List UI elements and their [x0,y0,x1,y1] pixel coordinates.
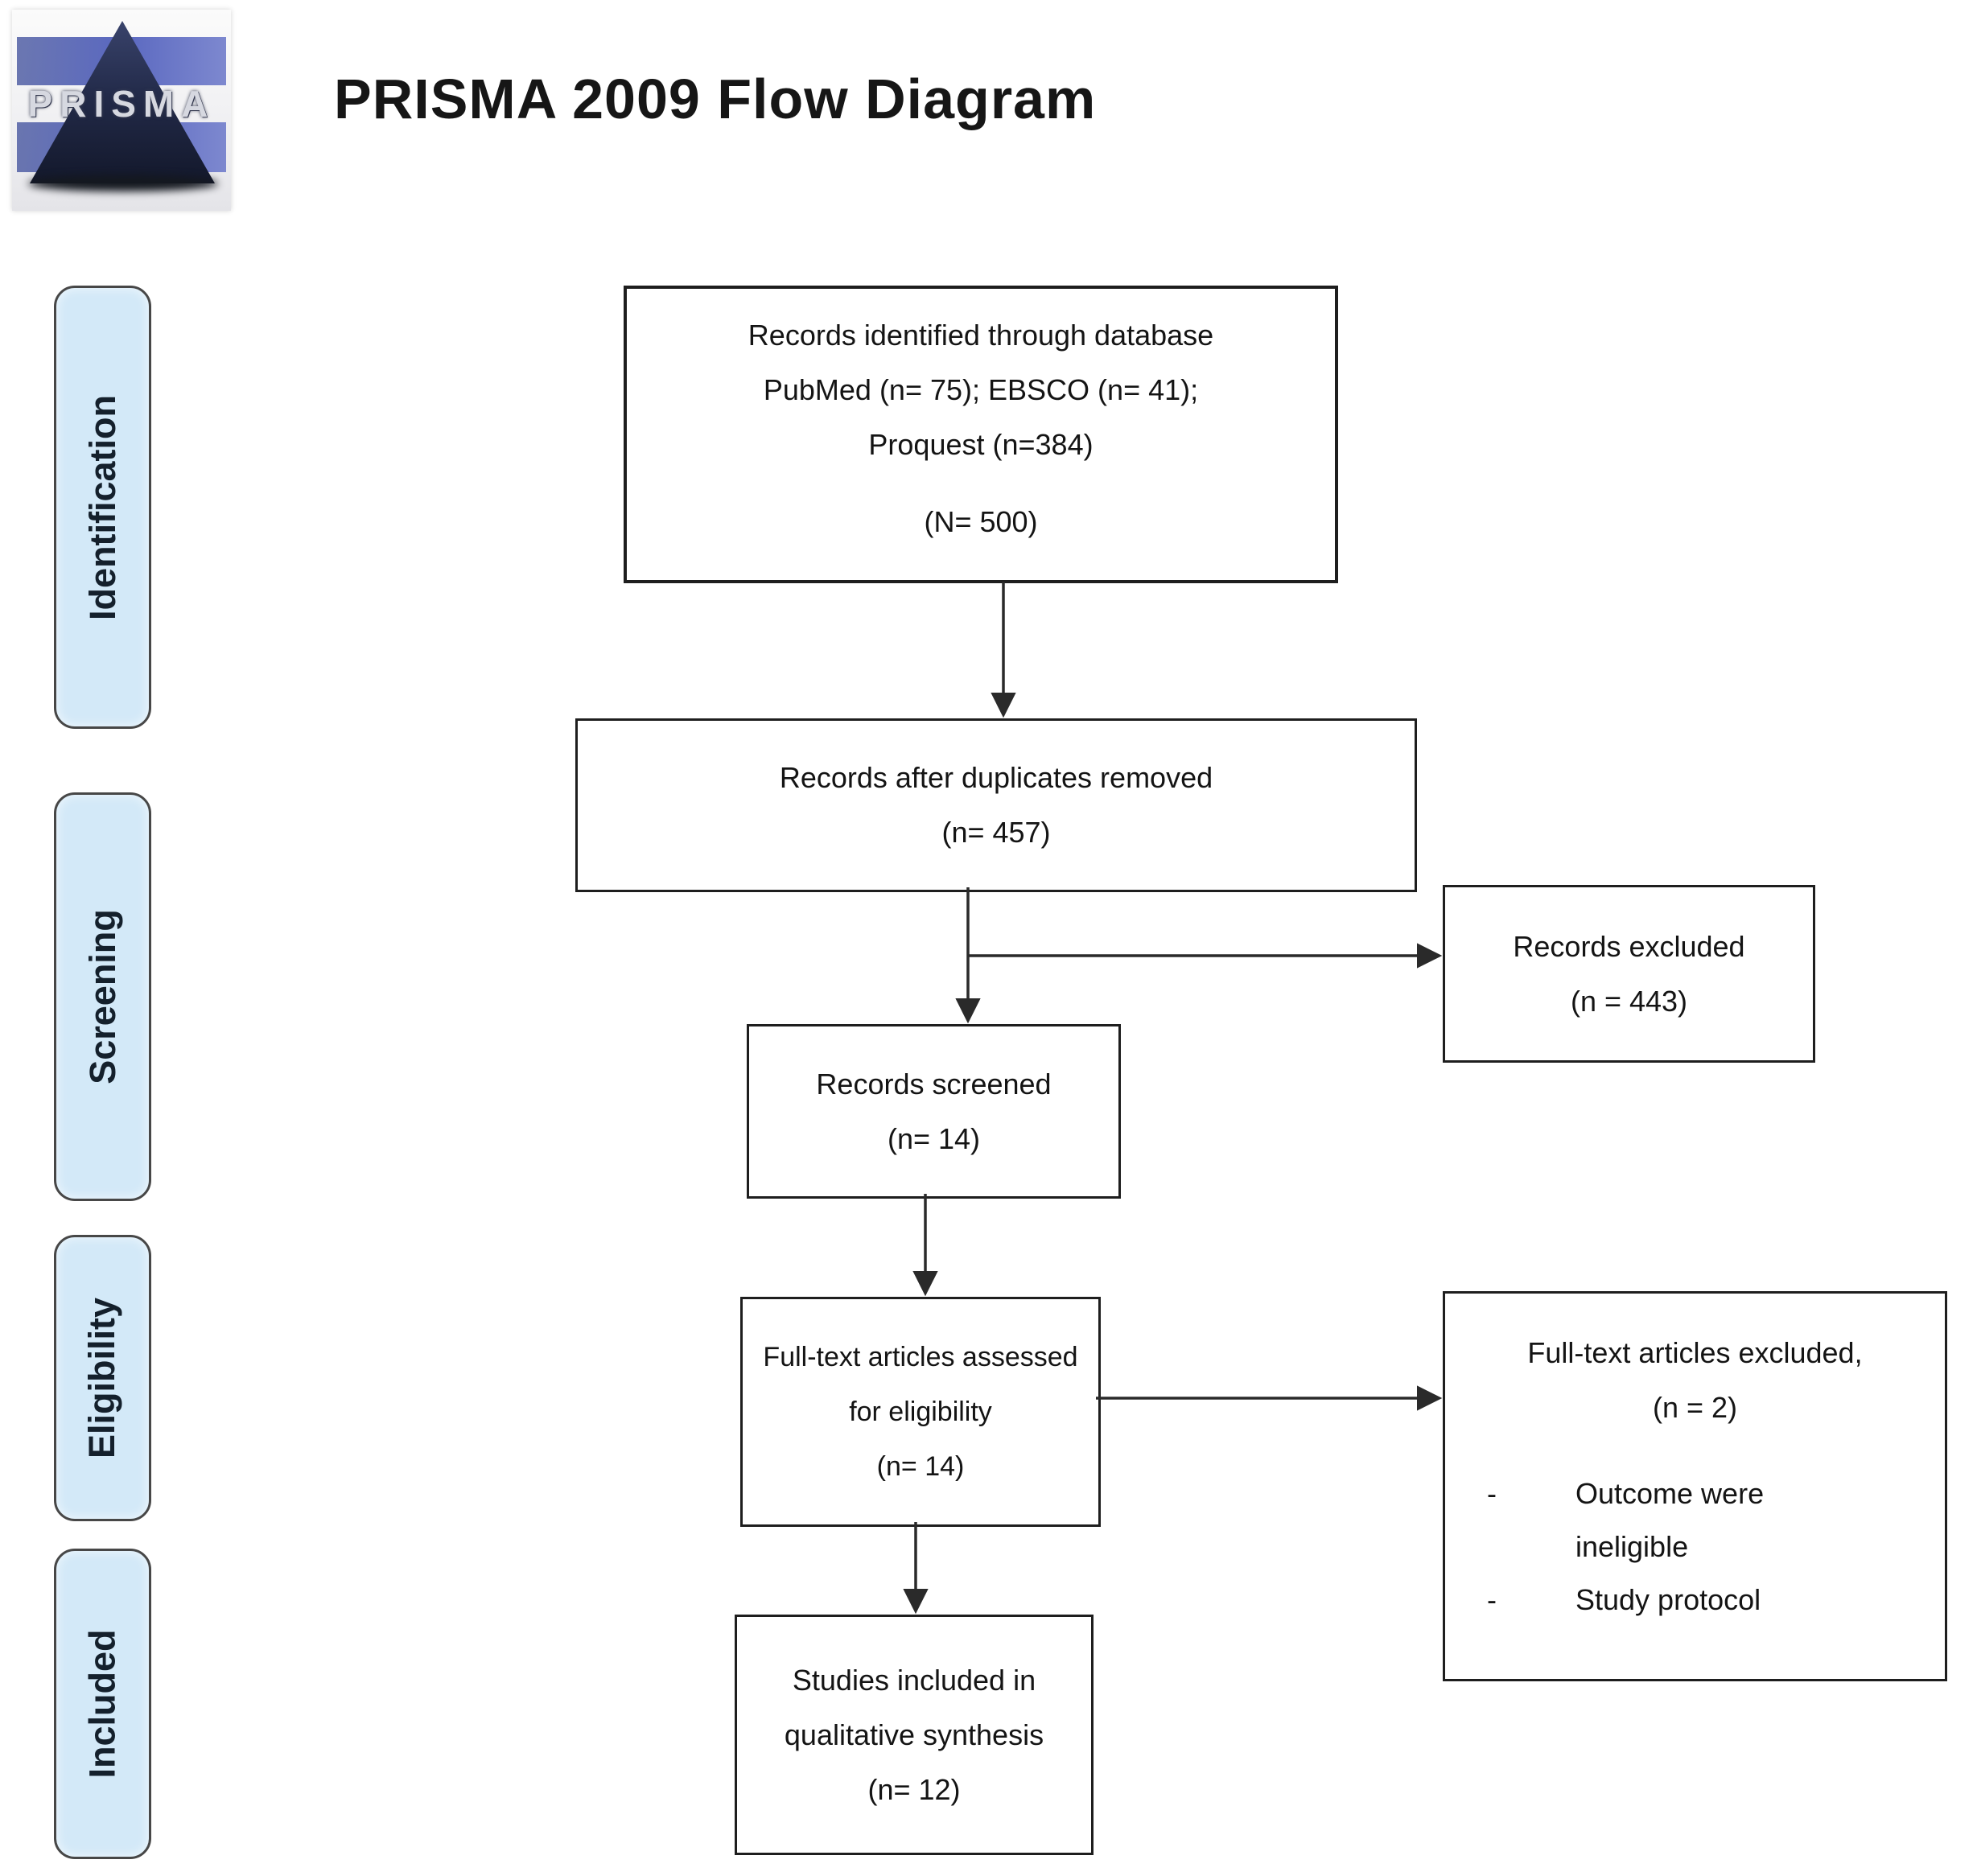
prisma-logo: PRISMA [12,10,231,211]
box-studies-included-count: (n= 12) [867,1772,961,1806]
box-fulltext-assessed-line2: for eligibility [849,1397,992,1427]
fulltext-excluded-reason-text: Study protocol [1575,1583,1761,1616]
box-records-excluded: Records excluded (n = 443) [1443,885,1815,1063]
stage-pill-included: Included [54,1549,151,1859]
box-records-identified: Records identified through database PubM… [624,286,1338,583]
box-records-excluded-count: (n = 443) [1570,984,1688,1018]
box-fulltext-assessed-count: (n= 14) [876,1451,965,1482]
stage-label-screening: Screening [81,909,123,1084]
fulltext-excluded-reason-text: Outcome were ineligible [1575,1477,1765,1563]
page-title: PRISMA 2009 Flow Diagram [334,68,1097,130]
box-studies-included-line2: qualitative synthesis [784,1718,1044,1751]
stage-label-eligibility: Eligibility [81,1297,123,1459]
box-records-screened-line1: Records screened [816,1067,1052,1101]
box-records-identified-line3: Proquest (n=384) [868,428,1094,461]
stage-pill-identification: Identification [54,286,151,729]
box-studies-included: Studies included in qualitative synthesi… [735,1615,1094,1855]
box-fulltext-excluded-count: (n = 2) [1652,1391,1738,1424]
box-records-identified-line1: Records identified through database [748,319,1214,352]
stage-label-included: Included [81,1629,123,1779]
box-fulltext-excluded-heading: Full-text articles excluded, [1527,1336,1863,1369]
stage-label-identification: Identification [81,394,123,620]
box-duplicates-removed: Records after duplicates removed (n= 457… [575,718,1417,892]
box-fulltext-assessed-line1: Full-text articles assessed [763,1342,1078,1372]
logo-wordmark: PRISMA [27,83,216,125]
box-records-screened: Records screened (n= 14) [747,1024,1121,1199]
box-records-screened-count: (n= 14) [887,1121,981,1155]
box-fulltext-excluded: Full-text articles excluded, (n = 2) Out… [1443,1291,1947,1681]
fulltext-excluded-reason: Study protocol [1487,1574,1945,1627]
box-duplicates-removed-count: (n= 457) [941,816,1051,849]
box-fulltext-assessed: Full-text articles assessed for eligibil… [740,1297,1101,1527]
logo-triangle-shadow [28,175,218,191]
stage-pill-screening: Screening [54,792,151,1201]
box-duplicates-removed-line1: Records after duplicates removed [779,761,1213,794]
box-studies-included-line1: Studies included in [792,1663,1036,1697]
box-records-identified-total: (N= 500) [924,505,1038,538]
stage-pill-eligibility: Eligibility [54,1235,151,1521]
box-records-identified-line2: PubMed (n= 75); EBSCO (n= 41); [763,373,1199,406]
fulltext-excluded-reason: Outcome were ineligible [1487,1467,1945,1574]
fulltext-excluded-reason-list: Outcome were ineligible Study protocol [1445,1467,1945,1627]
box-records-excluded-line1: Records excluded [1513,929,1745,963]
